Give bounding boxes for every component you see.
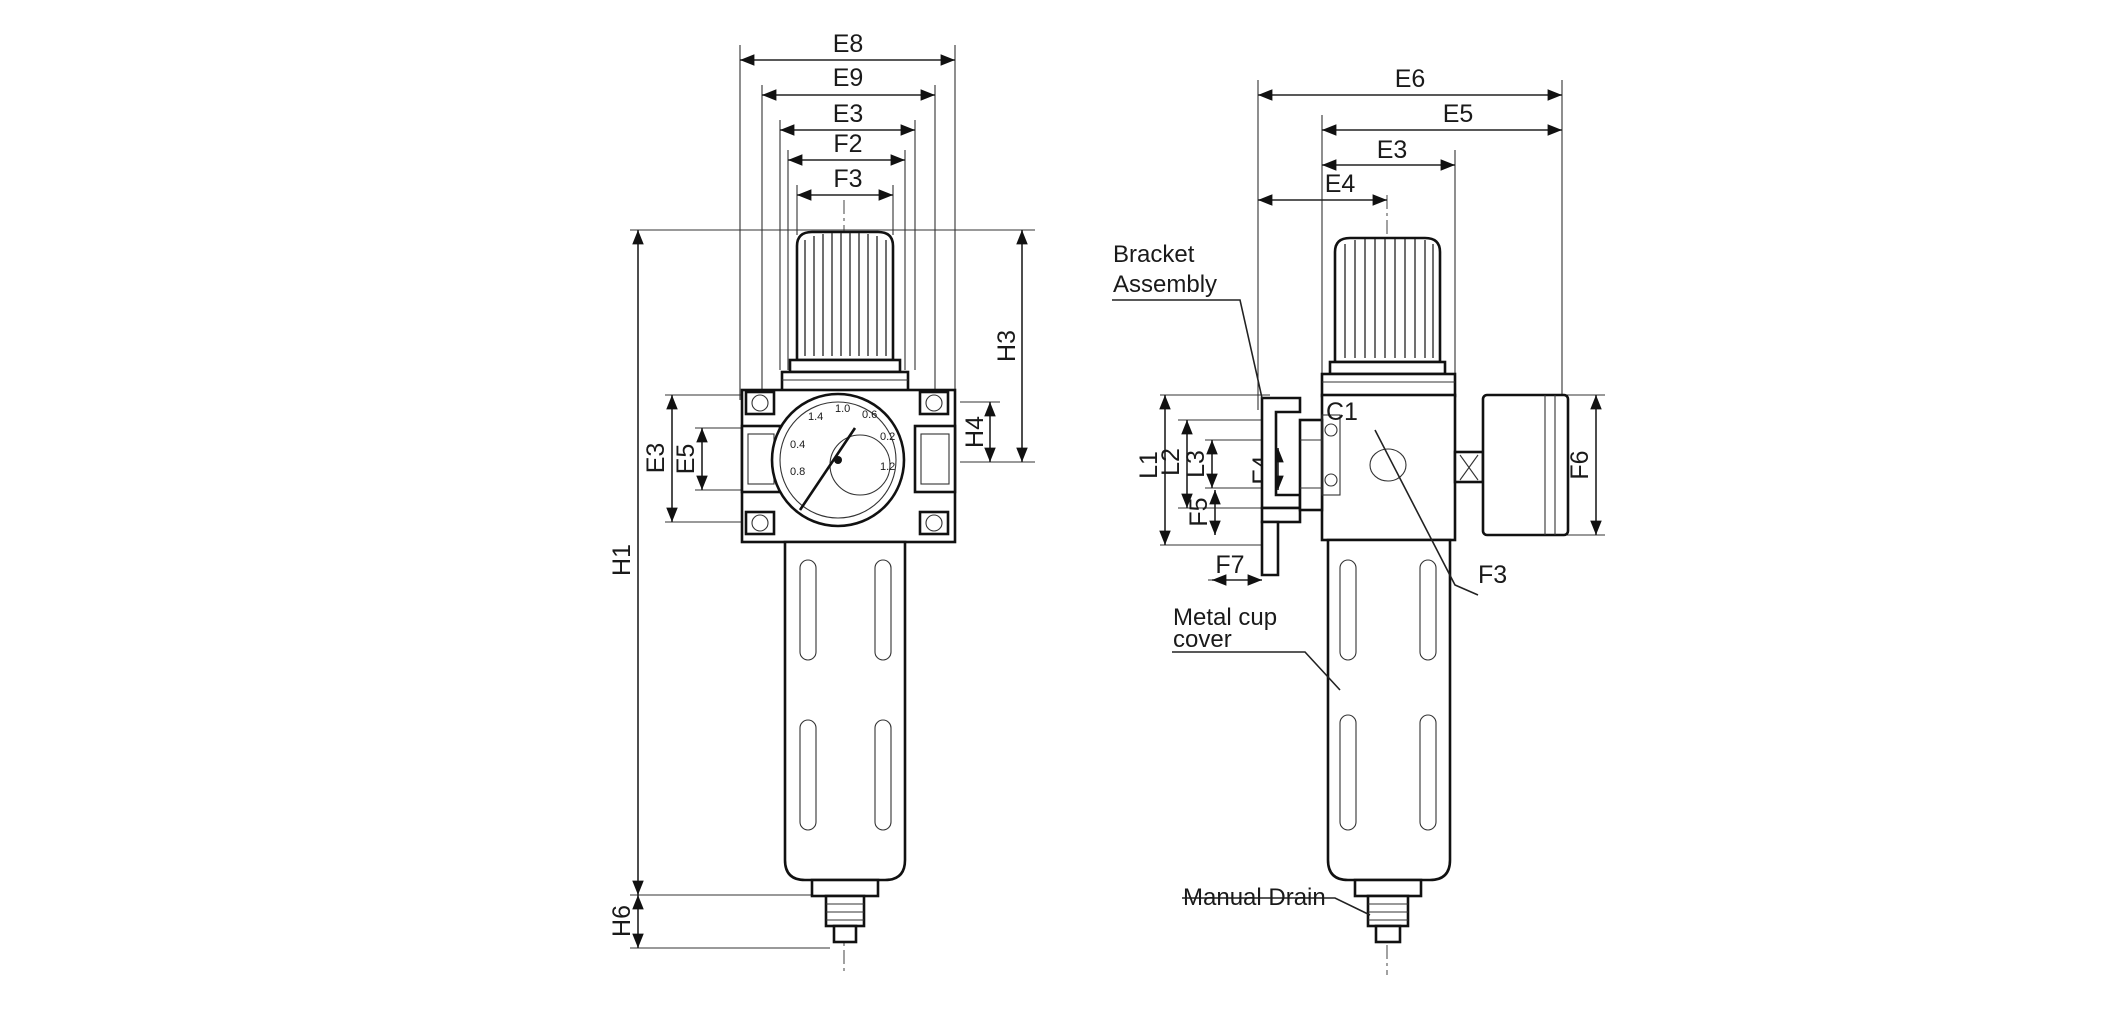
dim-label-l2: L2: [1157, 448, 1185, 476]
gauge-tick-label: 0.2: [880, 431, 895, 443]
pressure-gauge: 1.4 1.0 0.6 0.2 0.4 0.8 1.2: [770, 392, 906, 528]
dim-label-e6: E6: [1395, 65, 1426, 93]
callout-manual-drain: Manual Drain: [1183, 884, 1326, 911]
side-filter-bowl: [1326, 538, 1452, 898]
gauge-tick-label: 0.8: [790, 466, 805, 478]
dim-label-f2: F2: [833, 130, 862, 158]
dim-label-f6: F6: [1566, 450, 1594, 479]
dim-label-e5: E5: [672, 444, 700, 475]
dim-label-e4: E4: [1325, 170, 1356, 198]
gauge-tick-label: 1.0: [835, 403, 850, 415]
callout-metal-cup-line1: Metal cup: [1173, 604, 1277, 631]
side-adjustment-knob: [1328, 236, 1447, 376]
dim-label-c1: C1: [1326, 398, 1358, 426]
front-filter-bowl: [783, 540, 907, 898]
gauge-tick-label: 0.4: [790, 439, 805, 451]
callout-leaders: [1112, 299, 1479, 916]
dim-label-e9: E9: [833, 64, 864, 92]
side-view: E6 E5 E3 E4 L1 L2 L3 F5 F4 F7 F6: [1112, 65, 1605, 975]
side-bonnet-nut: [1320, 372, 1457, 398]
front-left-port: [740, 390, 782, 536]
side-extension-lines: [1160, 80, 1605, 581]
side-drain-valve: [1366, 894, 1410, 944]
dim-label-e3-top: E3: [833, 100, 864, 128]
front-adjustment-knob: [788, 230, 902, 374]
gauge-tick-label: 1.2: [880, 461, 895, 473]
dim-label-h4: H4: [961, 416, 989, 448]
dim-label-f3-side: F3: [1478, 561, 1507, 589]
dim-label-e3-sideview: E3: [1377, 136, 1408, 164]
callout-bracket-assembly-line1: Bracket: [1113, 241, 1195, 268]
dim-label-f5: F5: [1185, 497, 1213, 526]
dim-label-h1: H1: [608, 544, 636, 576]
dim-label-l1: L1: [1135, 451, 1163, 479]
front-view: E8 E9 E3 F2 F3 H1 H6 H3 H4 E3 E5: [608, 30, 1035, 975]
bracket-assembly: C1: [1260, 396, 1358, 577]
side-top-dimension-lines: [1258, 89, 1562, 206]
front-drain-valve: [824, 894, 866, 944]
front-top-dimension-lines: [740, 54, 955, 201]
dim-label-h6: H6: [608, 905, 636, 937]
dim-label-f3-top: F3: [833, 165, 862, 193]
side-main-body: [1320, 393, 1457, 542]
front-right-port: [913, 390, 957, 536]
dim-label-h3: H3: [993, 330, 1021, 362]
callout-metal-cup-line2: cover: [1173, 626, 1232, 653]
gauge-tick-label: 1.4: [808, 411, 823, 423]
side-gauge-head: [1369, 393, 1570, 537]
callout-bracket-assembly-line2: Assembly: [1113, 271, 1217, 298]
dim-label-l3: L3: [1182, 450, 1210, 478]
dim-label-e3-side: E3: [642, 443, 670, 474]
dim-label-e5-side: E5: [1443, 100, 1474, 128]
dim-label-f7: F7: [1215, 551, 1244, 579]
dim-label-e8: E8: [833, 30, 864, 58]
gauge-tick-label: 0.6: [862, 409, 877, 421]
